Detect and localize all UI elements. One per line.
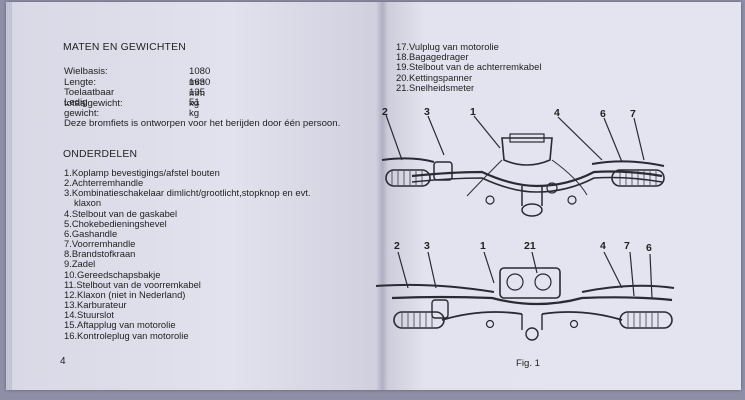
spec-label: Lengte: [64,77,97,88]
callout-label: 21 [524,240,536,252]
page-number: 4 [60,356,66,367]
capacity-note: Deze bromfiets is ontworpen voor het ber… [64,118,341,129]
book-spine [376,2,388,390]
page-edges [6,2,12,390]
list-item: 15.Aftapplug van motorolie [64,319,176,331]
list-item: 16.Kontroleplug van motorolie [64,329,189,341]
callout-label: 4 [554,107,560,119]
parts-list-continued: 17.Vulplug van motorolie 18.Bagagedrager… [396,41,542,93]
callout-label: 6 [646,242,652,254]
callout-label: 2 [394,240,400,252]
figure-caption: Fig. 1 [516,358,540,369]
callout-label: 2 [382,106,388,118]
callout-label: 1 [470,106,476,118]
list-item: 7.Voorremhandle [64,238,136,250]
list-item: 1.Koplamp bevestigings/afstel bouten [64,167,220,178]
list-item: 12.Klaxon (niet in Nederland) [64,288,186,300]
callout-label: 7 [630,108,636,120]
list-item: 17.Vulplug van motorolie [396,41,499,52]
list-item: 20.Kettingspanner [396,71,473,83]
list-item: 5.Chokebedieningshevel [64,217,167,229]
callout-label: 3 [424,106,430,118]
list-item: 18.Bagagedrager [396,51,469,63]
handlebar-front-view-illustration [375,251,675,341]
handlebar-top-view-illustration [381,114,665,217]
spec-value: 51 kg [189,97,200,119]
spec-label: Toelaatbaar totaalgewicht: [64,87,123,109]
parts-heading: ONDERDELEN [63,149,138,160]
callout-label: 7 [624,240,630,252]
spec-value: 1630 mm [189,77,211,99]
list-item: 19.Stelbout van de achterremkabel [396,61,542,73]
list-item: 6.Gashandle [64,227,118,239]
callout-label: 4 [600,240,606,252]
parts-list: 1.Koplamp bevestigings/afstel bouten 2.A… [64,167,311,341]
list-item: 11.Stelbout van de voorremkabel [64,278,201,290]
callout-label: 1 [480,240,486,252]
list-item: 10.Gereedschapsbakje [64,268,161,280]
booklet [6,2,741,390]
dimensions-heading: MATEN EN GEWICHTEN [63,42,186,53]
list-item: 21.Snelheidsmeter [396,81,475,93]
list-item: 3.Kombinatieschakelaar dimlicht/grootlic… [64,187,311,199]
list-item: 9.Zadel [64,258,96,270]
list-item: 13.Karburateur [64,299,127,311]
spec-value: 135 kg [189,87,206,109]
spec-label: Wielbasis: [64,66,108,77]
list-item: 14.Stuurslot [64,309,115,321]
callout-label: 6 [600,108,606,120]
list-item: 2.Achterremhandle [64,177,144,189]
list-item: 8.Brandstofkraan [64,248,136,260]
spec-value: 1080 mm [189,66,211,88]
callout-label: 3 [424,240,430,252]
left-page [6,2,382,390]
list-item: 4.Stelbout van de gaskabel [64,207,178,219]
spec-label: Ledig gewicht: [64,97,100,119]
list-item: klaxon [74,197,102,209]
